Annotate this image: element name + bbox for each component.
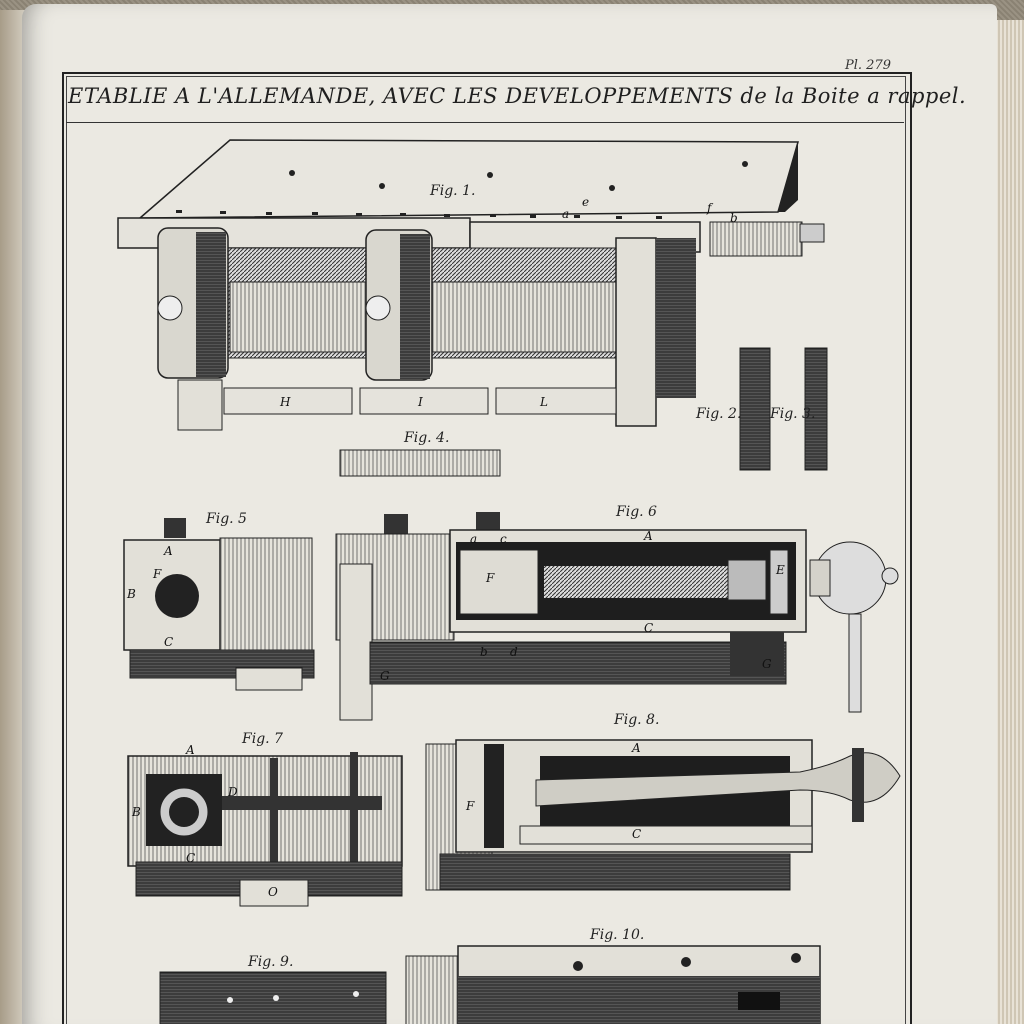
fig1-letter-a: a xyxy=(562,207,569,221)
fig6-letter-c: c xyxy=(500,532,507,546)
plate-inner-frame xyxy=(66,76,906,1024)
fig5-letter-F: F xyxy=(152,567,162,581)
fig4-bar xyxy=(339,449,501,477)
plate-title: ETABLIE A L'ALLEMANDE, AVEC LES DEVELOPP… xyxy=(68,84,967,108)
fig7-letter-B: B xyxy=(131,805,141,819)
title-rule xyxy=(66,122,904,123)
fig1-letter-b: b xyxy=(730,211,738,225)
fig7-letter-C: C xyxy=(186,851,195,865)
fig6-letter-E: E xyxy=(775,563,785,577)
fig5-letter-C: C xyxy=(164,635,173,649)
plate-frame xyxy=(62,72,912,1024)
fig8-letter-C: C xyxy=(632,827,641,841)
fig8-box: A F C xyxy=(425,739,901,891)
fig6-letter-G1: G xyxy=(380,669,390,683)
fig6-letter-F: F xyxy=(485,571,495,585)
fig9-bar xyxy=(159,971,387,1024)
fig7-letter-O: O xyxy=(268,885,278,899)
fig6-letter-a: a xyxy=(470,532,477,546)
fig7-letter-D: D xyxy=(227,785,238,799)
fig5-label: Fig. 5 xyxy=(206,511,247,527)
fig5-letter-A: A xyxy=(163,544,173,558)
fig4-label: Fig. 4. xyxy=(404,430,450,446)
fig7-box: A D B C O xyxy=(127,743,403,907)
fig6-box: a c A F E C b d G G xyxy=(335,512,899,721)
fig1-label: Fig. 1. xyxy=(430,183,476,199)
fig3-bar xyxy=(804,347,828,471)
fig5-box: A F B C xyxy=(123,518,315,691)
fig2-bar xyxy=(739,347,771,471)
fig6-label: Fig. 6 xyxy=(616,504,657,520)
fig3-label: Fig. 3. xyxy=(770,406,816,422)
fig7-label: Fig. 7 xyxy=(242,731,283,747)
fig6-letter-b: b xyxy=(480,645,488,659)
fig5-letter-B: B xyxy=(126,587,136,601)
fig8-letter-A: A xyxy=(631,741,641,755)
fig6-letter-C: C xyxy=(644,621,653,635)
fig10-label: Fig. 10. xyxy=(590,927,645,943)
fig6-letter-d: d xyxy=(510,645,518,659)
plate-number: Pl. 279 xyxy=(845,58,891,73)
fig1-letter-I: I xyxy=(417,395,423,409)
fig1-workbench: H I L a e f b xyxy=(117,139,825,431)
fig1-letter-H: H xyxy=(279,395,291,409)
fig1-letter-L: L xyxy=(539,395,548,409)
fig1-letter-f: f xyxy=(706,201,714,215)
fig1-letter-e: e xyxy=(582,195,589,209)
fig10-box xyxy=(405,945,821,1024)
fig7-letter-A: A xyxy=(185,743,195,757)
fig2-label: Fig. 2. xyxy=(696,406,742,422)
fig8-letter-F: F xyxy=(465,799,475,813)
fig6-letter-A: A xyxy=(643,529,653,543)
fig8-label: Fig. 8. xyxy=(614,712,660,728)
fig9-label: Fig. 9. xyxy=(248,954,294,970)
fig6-letter-G2: G xyxy=(762,657,772,671)
